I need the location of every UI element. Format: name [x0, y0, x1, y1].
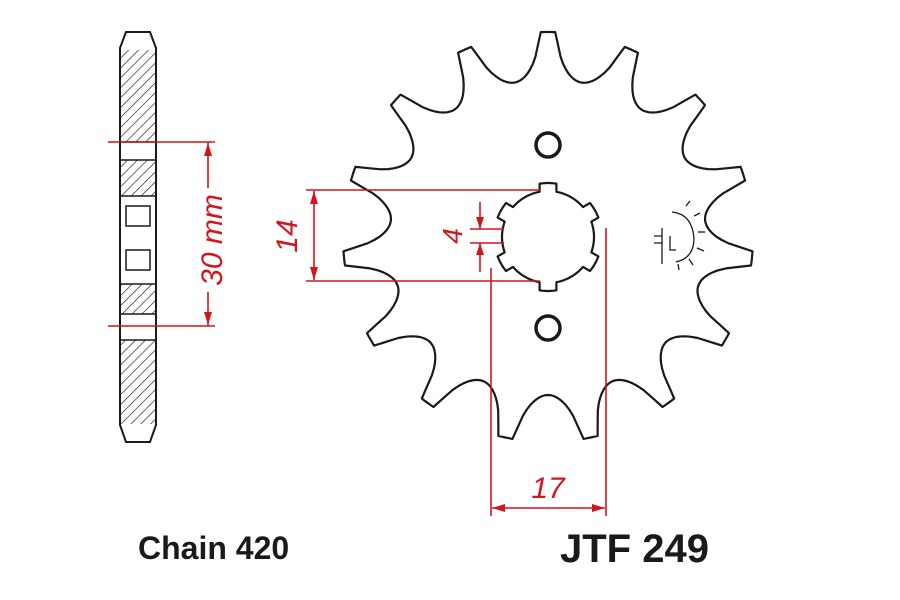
spline-label: 17	[531, 472, 566, 505]
width-arrow-bottom	[204, 312, 212, 325]
chain-size-caption: Chain 420	[138, 530, 290, 566]
rotation-symbol-icon	[654, 200, 705, 271]
side-hatch-bottom	[121, 340, 155, 424]
width-dimension: 30 mm	[108, 141, 229, 327]
side-hatch-lower-mid	[121, 284, 155, 314]
bore-label: 14	[271, 219, 304, 252]
side-spline-slot-1	[125, 205, 151, 227]
spline-arrow-right	[592, 504, 605, 512]
side-spline-slot-2	[125, 249, 151, 271]
bore-arrow-top	[310, 191, 318, 204]
keyway-arrow-top	[476, 217, 484, 229]
side-hatch-upper-mid	[121, 160, 155, 196]
spline-dimension: 17	[490, 228, 607, 516]
width-label: 30 mm	[196, 194, 229, 286]
spline-arrow-left	[492, 504, 505, 512]
mounting-hole-top	[534, 131, 562, 159]
side-profile-view	[119, 31, 157, 443]
part-number-caption: JTF 249	[560, 527, 709, 571]
bore-arrow-bottom	[310, 267, 318, 280]
mounting-hole-bottom	[534, 314, 562, 342]
keyway-dimension: 4	[437, 202, 504, 272]
spline-bore-outline	[496, 181, 600, 293]
side-hatch-top	[121, 50, 155, 142]
keyway-label: 4	[437, 228, 468, 244]
keyway-arrow-bottom	[476, 243, 484, 255]
bore-dimension: 14	[271, 189, 540, 282]
width-arrow-top	[204, 143, 212, 156]
